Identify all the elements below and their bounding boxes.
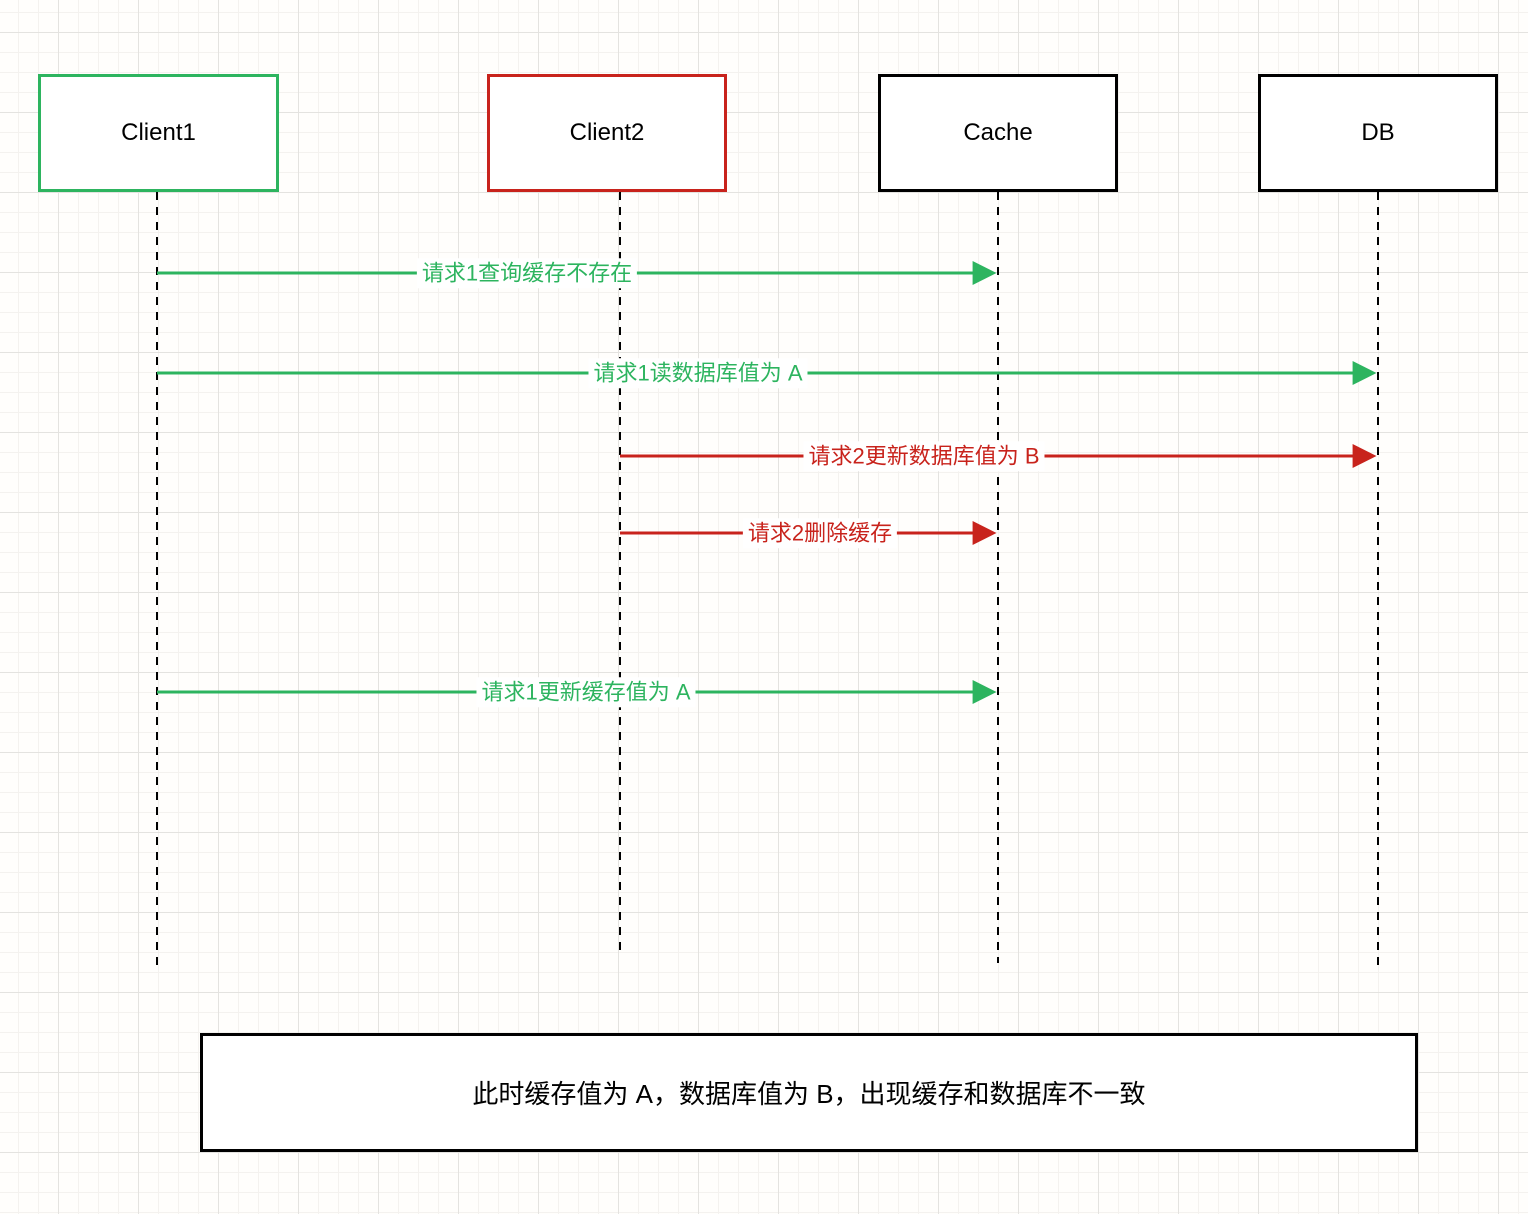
message-label-1: 请求1查询缓存不存在 xyxy=(416,258,638,288)
note-label: 此时缓存值为 A，数据库值为 B，出现缓存和数据库不一致 xyxy=(472,1079,1146,1109)
message-label-5: 请求1更新缓存值为 A xyxy=(476,677,696,707)
actor-label-db: DB xyxy=(1361,119,1395,146)
message-label-4: 请求2删除缓存 xyxy=(742,518,898,548)
actor-label-client2: Client2 xyxy=(569,119,645,146)
actor-box-client2[interactable]: Client2 xyxy=(487,74,727,192)
actor-box-cache[interactable]: Cache xyxy=(878,74,1118,192)
message-label-3: 请求2更新数据库值为 B xyxy=(803,441,1045,471)
actor-label-cache: Cache xyxy=(963,119,1033,146)
actor-box-client1[interactable]: Client1 xyxy=(38,74,279,192)
actor-label-client1: Client1 xyxy=(121,119,196,146)
note-box[interactable]: 此时缓存值为 A，数据库值为 B，出现缓存和数据库不一致 xyxy=(200,1033,1418,1152)
actor-box-db[interactable]: DB xyxy=(1258,74,1498,192)
message-label-2: 请求1读数据库值为 A xyxy=(588,358,808,388)
